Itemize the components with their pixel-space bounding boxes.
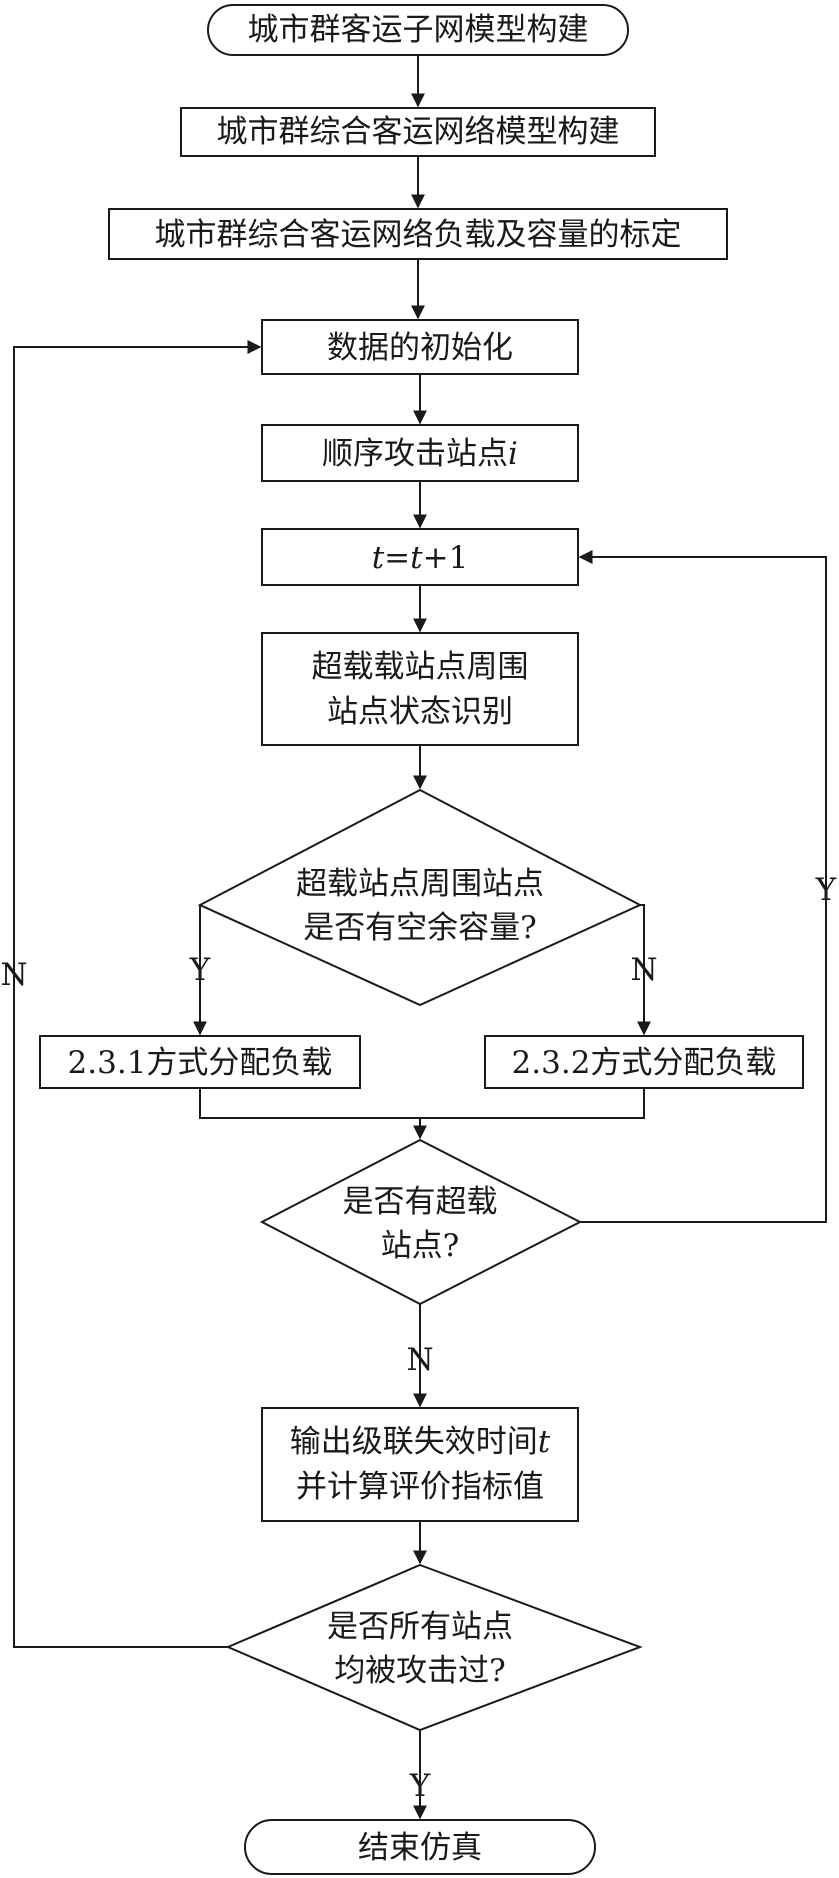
build-network-box	[180, 107, 656, 157]
label-capacity-yes: Y	[189, 952, 211, 988]
arrow-all-no-loop	[13, 340, 262, 1648]
alloc-231-label: 2.3.1方式分配负载	[68, 1045, 333, 1081]
overload-decision-line1: 是否有超载	[343, 1184, 498, 1220]
identify-state-line2: 站点状态识别	[327, 694, 513, 730]
label-overload-yes: Y	[815, 872, 837, 908]
init-data-box	[261, 319, 579, 375]
build-network-label: 城市群综合客运网络模型构建	[217, 114, 620, 150]
output-line1: 输出级联失效时间t	[290, 1424, 551, 1460]
identify-state-line1: 超载载站点周围	[312, 649, 529, 685]
attack-station-label: 顺序攻击站点i	[322, 436, 518, 472]
overload-decision-line2: 站点?	[381, 1228, 460, 1264]
end-label: 结束仿真	[358, 1830, 482, 1866]
label-all-no: N	[0, 957, 27, 993]
all-attacked-line1: 是否所有站点	[327, 1609, 513, 1645]
capacity-decision-line1: 超载站点周围站点	[296, 866, 544, 902]
end-terminator	[244, 1819, 596, 1875]
label-capacity-no: N	[630, 952, 657, 988]
calibrate-label: 城市群综合客运网络负载及容量的标定	[155, 217, 682, 253]
time-step-label: t=t+1	[372, 540, 469, 576]
init-data-label: 数据的初始化	[327, 330, 513, 366]
merge-line	[199, 1088, 645, 1119]
label-overload-no: N	[406, 1342, 433, 1378]
alloc-232-box	[484, 1035, 804, 1089]
capacity-decision	[197, 788, 643, 1007]
arrow-capacity-no	[637, 904, 651, 1036]
overload-decision	[259, 1138, 583, 1306]
all-attacked-line2: 均被攻击过?	[334, 1653, 506, 1689]
all-attacked-decision	[225, 1563, 643, 1732]
alloc-231-box	[39, 1035, 361, 1089]
calibrate-box	[108, 208, 728, 260]
output-line2: 并计算评价指标值	[296, 1469, 544, 1505]
start-label: 城市群客运子网模型构建	[248, 12, 589, 48]
capacity-decision-line2: 是否有空余容量?	[303, 910, 537, 946]
output-box	[261, 1407, 579, 1522]
label-all-yes: Y	[409, 1768, 431, 1804]
alloc-232-label: 2.3.2方式分配负载	[512, 1045, 777, 1081]
arrow-overload-yes-loop	[578, 550, 827, 1223]
